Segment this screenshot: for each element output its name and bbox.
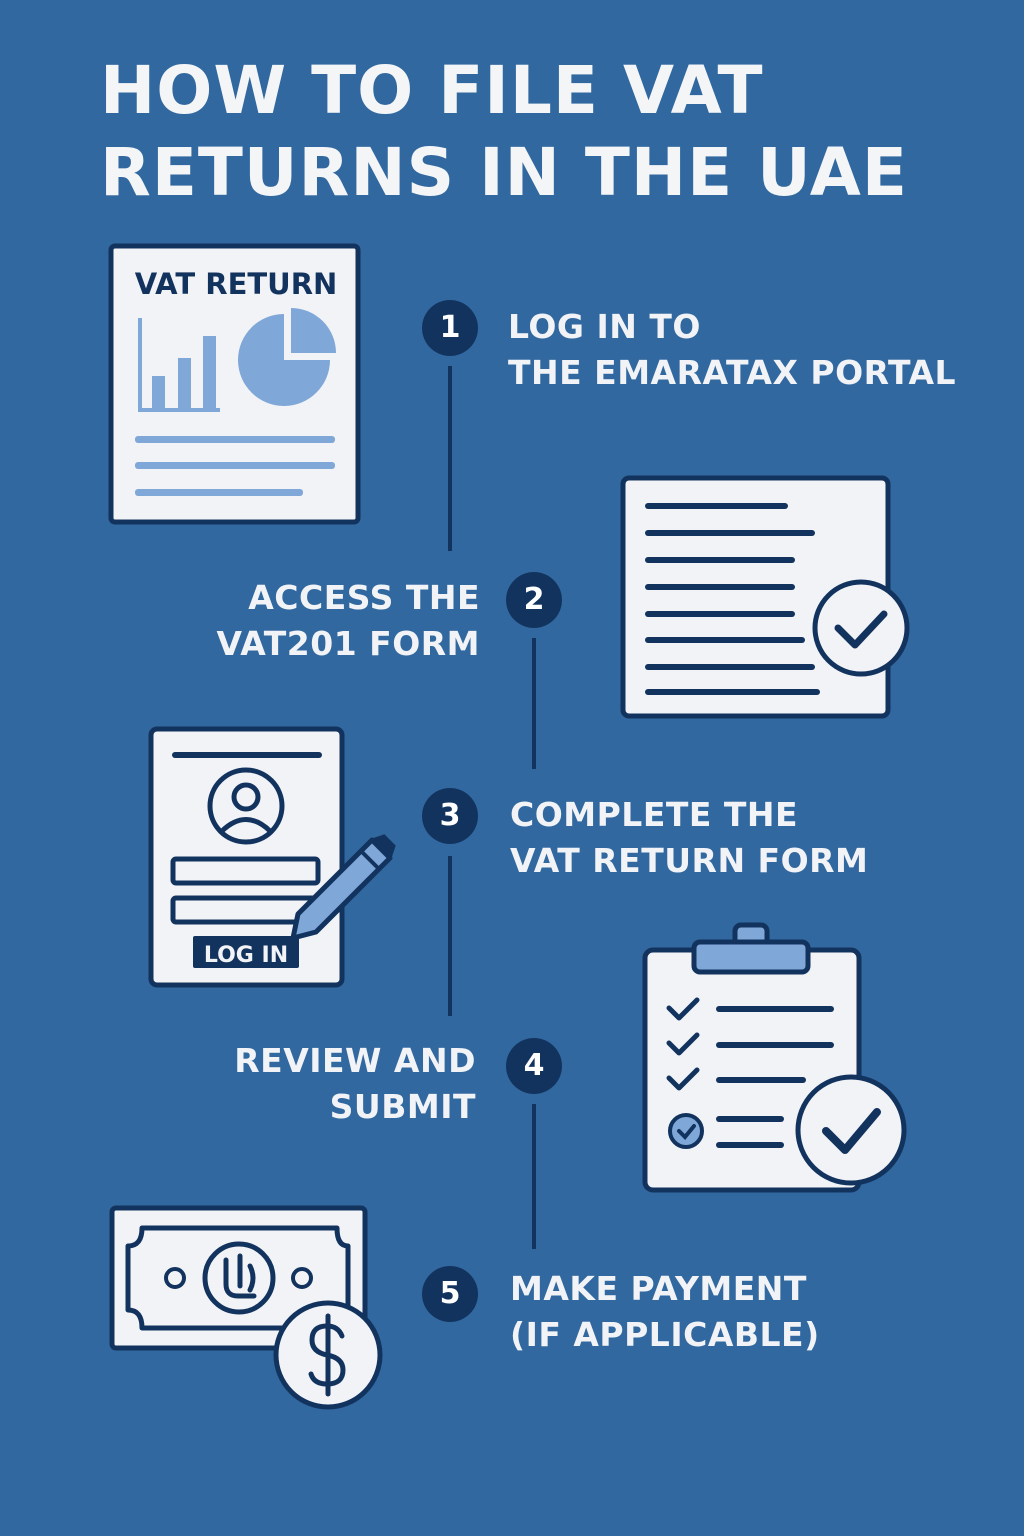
step-3-badge: 3 (422, 788, 478, 844)
step-5-badge: 5 (422, 1266, 478, 1322)
step-5-text: MAKE PAYMENT (IF APPLICABLE) (510, 1266, 820, 1358)
clipboard-checklist-icon (642, 922, 907, 1193)
step-5-line-2: (IF APPLICABLE) (510, 1315, 820, 1354)
step-1-line-2: THE EMARATAX PORTAL (508, 353, 957, 392)
pencil-icon (290, 834, 396, 941)
step-2-line-2: VAT201 FORM (216, 624, 480, 663)
step-1-text: LOG IN TO THE EMARATAX PORTAL (508, 304, 956, 396)
step-1-line-1: LOG IN TO (508, 307, 701, 346)
step-2-line-1: ACCESS THE (248, 578, 480, 617)
title-line-1: HOW TO FILE VAT (100, 52, 764, 129)
step-1-badge: 1 (422, 300, 478, 356)
timeline-connector-3 (448, 856, 452, 1016)
step-4-line-1: REVIEW AND (234, 1041, 476, 1080)
step-3-text: COMPLETE THE VAT RETURN FORM (510, 792, 868, 884)
step-3-line-2: VAT RETURN FORM (510, 841, 869, 880)
step-2-badge: 2 (506, 572, 562, 628)
step-5-line-1: MAKE PAYMENT (510, 1269, 807, 1308)
step-4-text: REVIEW AND SUBMIT (176, 1038, 476, 1130)
timeline-connector-4 (532, 1104, 536, 1249)
banknote-dollar-icon (109, 1205, 383, 1410)
form-check-icon (620, 475, 910, 719)
step-2-text: ACCESS THE VAT201 FORM (180, 575, 480, 667)
timeline-connector-1 (448, 366, 452, 551)
page-title: HOW TO FILE VAT RETURNS IN THE UAE (100, 50, 980, 214)
timeline-connector-2 (532, 638, 536, 769)
vat-return-doc-heading: VAT RETURN (135, 267, 338, 301)
step-3-line-1: COMPLETE THE (510, 795, 799, 834)
login-button-label: LOG IN (204, 943, 288, 968)
step-4-badge: 4 (506, 1038, 562, 1094)
document-chart-icon: VAT RETURN (108, 243, 361, 525)
step-4-line-2: SUBMIT (329, 1087, 476, 1126)
login-form-icon: LOG IN (148, 726, 396, 988)
title-line-2: RETURNS IN THE UAE (100, 134, 908, 211)
